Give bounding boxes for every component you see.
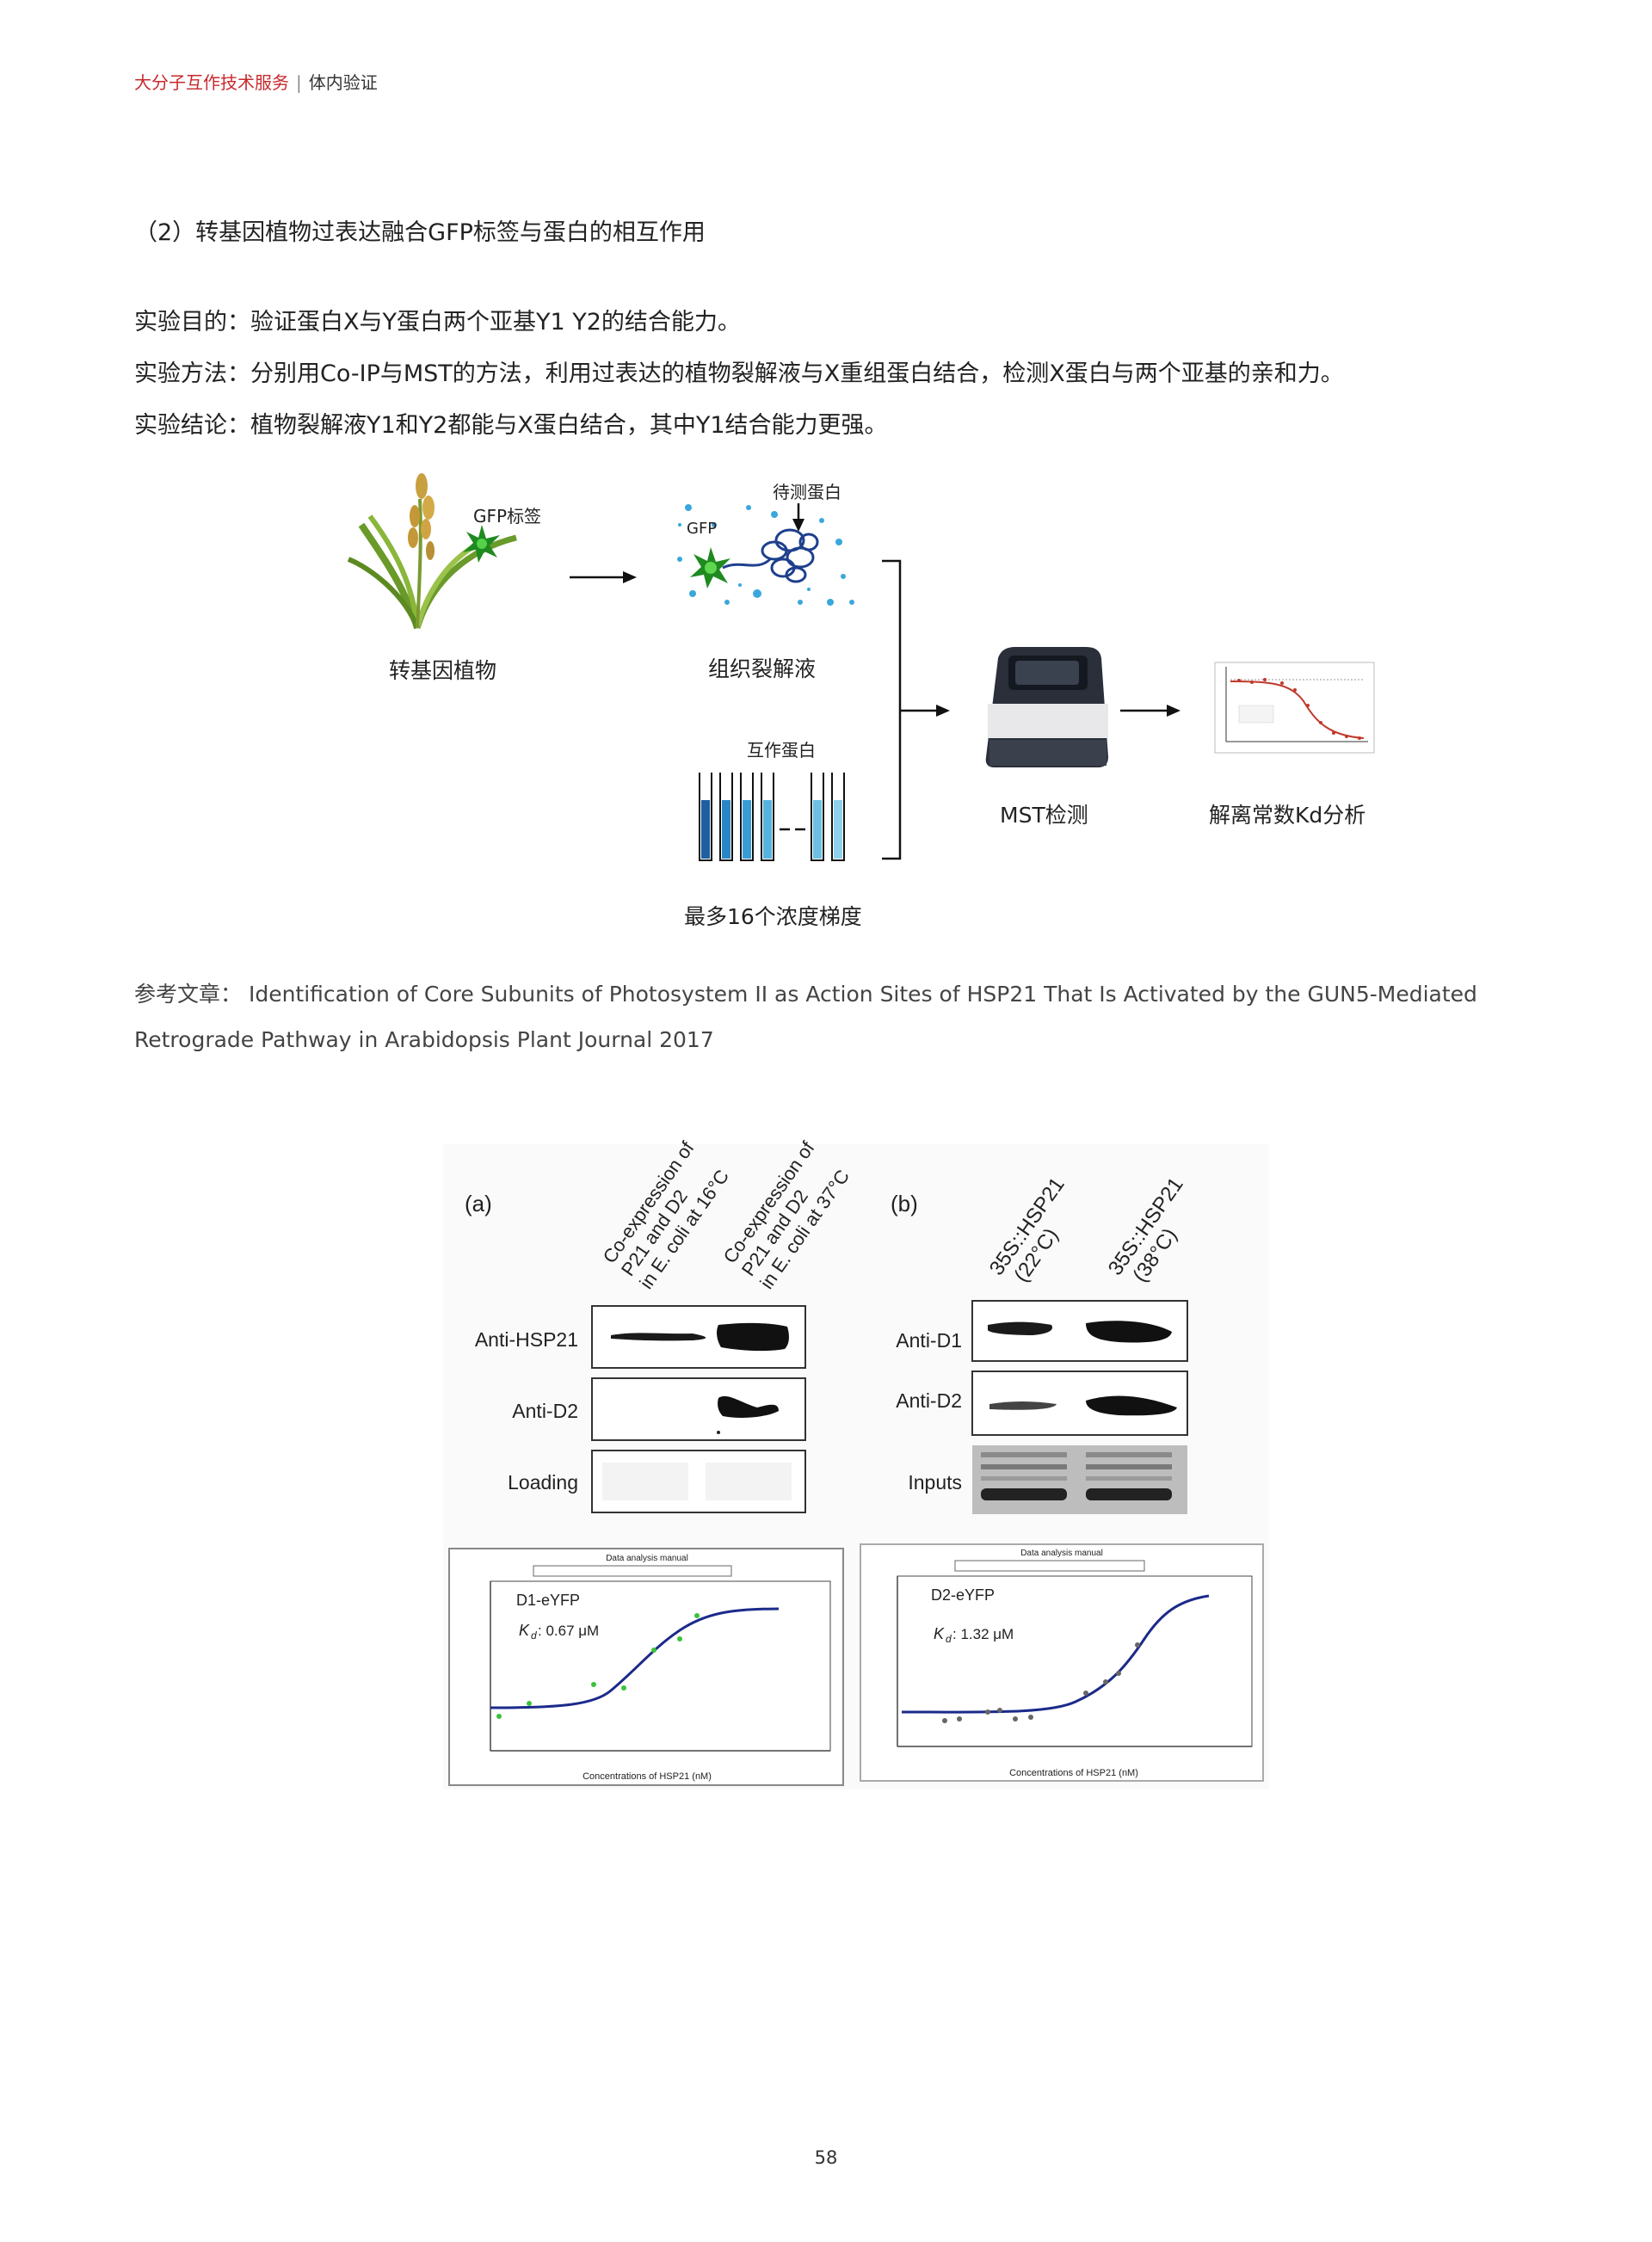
bracket-line xyxy=(882,559,938,860)
header-subtitle: 体内验证 xyxy=(308,72,378,93)
svg-text:d: d xyxy=(531,1629,537,1641)
rice-plant-icon xyxy=(347,473,517,630)
page-number: 58 xyxy=(814,2147,838,2168)
svg-text:d: d xyxy=(946,1633,952,1645)
blot-panel-b xyxy=(971,1300,1188,1514)
purpose-text: 实验目的：验证蛋白X与Y蛋白两个亚基Y1 Y2的结合能力。 xyxy=(134,309,741,336)
header-separator: | xyxy=(296,72,302,93)
kd-label: 解离常数Kd分析 xyxy=(1209,803,1366,828)
mst-plot-d2: Data analysis manual D2-eYFP K d : 1.32 … xyxy=(860,1543,1264,1782)
arrow-mst-to-kd xyxy=(1120,705,1180,717)
gfp-label: GFP xyxy=(687,520,718,538)
kd-curve-thumbnail xyxy=(1214,662,1375,754)
row-label-anti-d2-b: Anti-D2 xyxy=(896,1389,962,1412)
section-title: （2）转基因植物过表达融合GFP标签与蛋白的相互作用 xyxy=(134,219,706,246)
gfp-tag-label: GFP标签 xyxy=(473,506,542,527)
gfp-star-icon xyxy=(463,525,500,563)
protein-coil-icon xyxy=(722,528,819,583)
result-figure: (a) (b) Co-expression of P21 and D2 in E… xyxy=(443,1137,1269,1789)
reference-line-2: Retrograde Pathway in Arabidopsis Plant … xyxy=(134,1027,714,1052)
workflow-diagram xyxy=(347,473,1375,861)
mst-label: MST检测 xyxy=(1000,803,1088,828)
row-label-anti-d2-a: Anti-D2 xyxy=(512,1400,578,1422)
page-header: 大分子互作技术服务 | 体内验证 xyxy=(134,69,378,94)
svg-text:K: K xyxy=(934,1625,945,1642)
conclusion-text: 实验结论：植物裂解液Y1和Y2都能与X蛋白结合，其中Y1结合能力更强。 xyxy=(134,412,888,439)
svg-text:Data analysis manual: Data analysis manual xyxy=(1020,1549,1103,1558)
svg-text:Concentrations of HSP21 (nM): Concentrations of HSP21 (nM) xyxy=(1009,1768,1138,1778)
row-label-anti-hsp21: Anti-HSP21 xyxy=(475,1328,578,1351)
method-text: 实验方法：分别用Co-IP与MST的方法，利用过表达的植物裂解液与X重组蛋白结合… xyxy=(134,360,1344,387)
blot-panel-a xyxy=(591,1305,806,1513)
svg-text:D1-eYFP: D1-eYFP xyxy=(516,1592,580,1609)
lysate-label: 组织裂解液 xyxy=(708,656,817,681)
mst-plot-d1: Data analysis manual D1-eYFP K d : 0.67 … xyxy=(448,1548,844,1786)
arrow-plant-to-lysate xyxy=(570,571,637,583)
header-title: 大分子互作技术服务 xyxy=(134,72,289,93)
plant-label: 转基因植物 xyxy=(389,658,497,683)
test-protein-arrow xyxy=(792,503,804,532)
row-label-anti-d1: Anti-D1 xyxy=(896,1329,962,1352)
gradient-label: 最多16个浓度梯度 xyxy=(684,904,862,929)
svg-text:K: K xyxy=(519,1622,530,1639)
mst-instrument-icon xyxy=(985,647,1108,767)
svg-text:: 1.32 μM: : 1.32 μM xyxy=(952,1626,1014,1642)
row-label-inputs: Inputs xyxy=(908,1471,962,1494)
panel-a-label: (a) xyxy=(465,1191,492,1216)
svg-text:: 0.67 μM: : 0.67 μM xyxy=(538,1623,599,1639)
svg-text:Data analysis manual: Data analysis manual xyxy=(606,1554,688,1563)
svg-text:D2-eYFP: D2-eYFP xyxy=(931,1586,995,1604)
row-label-loading: Loading xyxy=(508,1471,578,1494)
gfp-fluor-icon xyxy=(690,547,730,588)
panel-b-label: (b) xyxy=(891,1191,918,1216)
arrow-to-mst xyxy=(936,705,950,717)
svg-text:Concentrations of HSP21 (nM): Concentrations of HSP21 (nM) xyxy=(583,1771,712,1782)
reference-line-1: 参考文章： Identification of Core Subunits of… xyxy=(134,982,1477,1007)
test-protein-label: 待测蛋白 xyxy=(773,482,841,502)
tube-rack-icon xyxy=(699,773,845,861)
interact-protein-label: 互作蛋白 xyxy=(747,740,816,761)
